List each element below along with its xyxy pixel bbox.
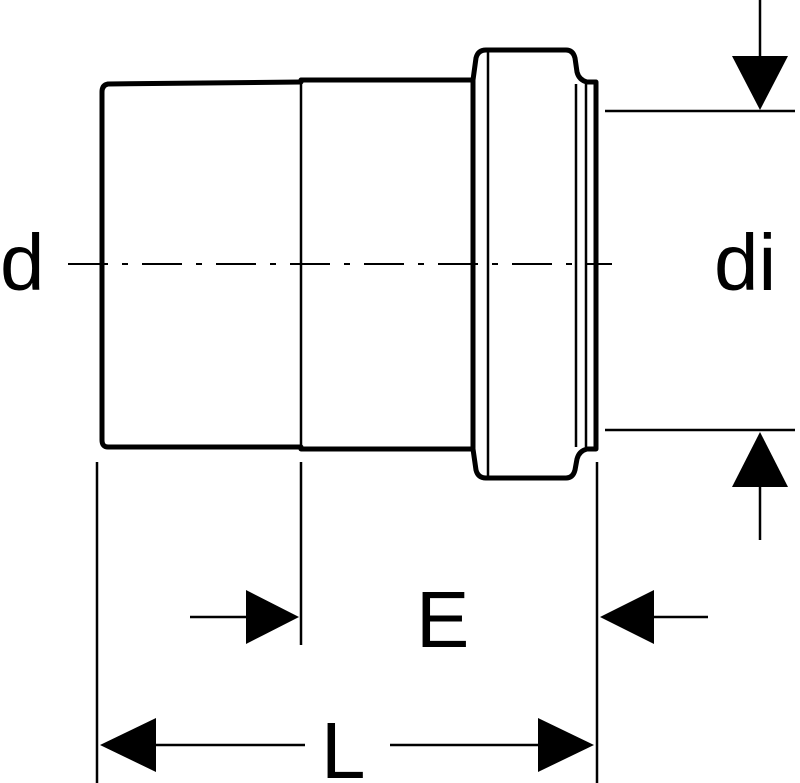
e-dimension bbox=[190, 590, 708, 644]
label-di: di bbox=[714, 218, 776, 307]
pipe-socket bbox=[470, 47, 599, 481]
e-left-arrowhead bbox=[246, 590, 299, 644]
label-l: L bbox=[321, 706, 366, 783]
l-left-arrowhead bbox=[100, 718, 156, 772]
e-right-arrowhead bbox=[600, 590, 654, 644]
pipe-middle-section bbox=[298, 77, 476, 452]
di-dimension bbox=[605, 0, 795, 540]
pipe-body bbox=[99, 47, 599, 481]
l-right-arrowhead bbox=[538, 718, 594, 772]
pipe-left-section bbox=[99, 79, 304, 450]
di-top-arrowhead bbox=[732, 56, 788, 110]
l-dimension bbox=[100, 718, 594, 772]
label-e: E bbox=[416, 575, 469, 664]
di-bottom-arrowhead bbox=[732, 432, 788, 487]
label-d: d bbox=[0, 218, 45, 307]
